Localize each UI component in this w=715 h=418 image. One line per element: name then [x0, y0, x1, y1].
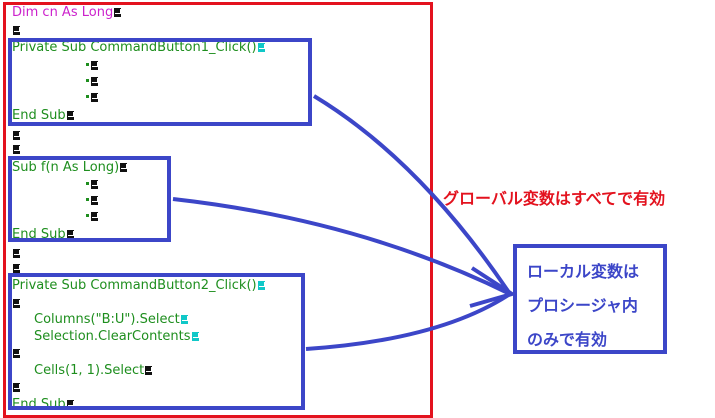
paragraph-mark-icon	[91, 61, 98, 70]
procedure-frame-commandbutton1	[8, 38, 312, 126]
paragraph-mark-icon	[91, 180, 98, 189]
paragraph-mark-icon	[120, 163, 128, 172]
code-line-blank	[12, 346, 20, 362]
paragraph-mark-icon	[257, 281, 265, 290]
sub1-header-line: Private Sub CommandButton1_Click()	[12, 40, 265, 56]
paragraph-mark-icon	[13, 145, 20, 154]
sub2-header-line: Sub f(n As Long)	[12, 160, 128, 176]
sub1-body-line	[86, 90, 98, 106]
dim-declaration-text: Dim cn As Long	[12, 5, 114, 20]
paragraph-mark-icon	[66, 111, 74, 120]
code-line-blank	[12, 261, 20, 277]
placeholder-dot-icon	[86, 198, 89, 201]
sub3-header-text: Private Sub CommandButton2_Click()	[12, 278, 257, 293]
paragraph-mark-icon	[13, 249, 20, 258]
code-line-blank	[12, 246, 20, 262]
local-label-line-2: プロシージャ内	[527, 296, 638, 315]
sub3-columns-text: Columns("B:U").Select	[34, 312, 180, 327]
sub2-body-line	[86, 193, 98, 209]
paragraph-mark-icon	[13, 383, 20, 392]
placeholder-dot-icon	[86, 95, 89, 98]
arrowhead-icon	[469, 266, 514, 308]
sub3-body-line: Cells(1, 1).Select	[34, 363, 153, 379]
sub3-body-line: Selection.ClearContents	[34, 329, 199, 345]
sub1-end-text: End Sub	[12, 108, 66, 123]
paragraph-mark-icon	[66, 230, 74, 239]
placeholder-dot-icon	[86, 214, 89, 217]
procedure-frame-commandbutton2	[8, 273, 305, 410]
sub2-header-text: Sub f(n As Long)	[12, 160, 120, 175]
placeholder-dot-icon	[86, 79, 89, 82]
paragraph-mark-icon	[114, 8, 122, 17]
sub2-body-line	[86, 209, 98, 225]
code-line-blank	[12, 380, 20, 396]
code-line-blank	[12, 23, 20, 39]
placeholder-dot-icon	[86, 63, 89, 66]
sub1-end-line: End Sub	[12, 108, 74, 124]
paragraph-mark-icon	[13, 349, 20, 358]
paragraph-mark-icon	[13, 299, 20, 308]
sub3-body-line: Columns("B:U").Select	[34, 312, 188, 328]
code-line-dim: Dim cn As Long	[12, 5, 122, 21]
paragraph-mark-icon	[91, 196, 98, 205]
paragraph-mark-icon	[257, 43, 265, 52]
paragraph-mark-icon	[91, 77, 98, 86]
placeholder-dot-icon	[86, 182, 89, 185]
sub1-body-line	[86, 74, 98, 90]
code-line-blank	[12, 296, 20, 312]
sub3-header-line: Private Sub CommandButton2_Click()	[12, 278, 265, 294]
local-label-line-3: のみで有効	[527, 330, 608, 349]
code-line-blank	[12, 142, 20, 158]
paragraph-mark-icon	[145, 366, 153, 375]
sub3-selection-text: Selection.ClearContents	[34, 329, 191, 344]
sub2-body-line	[86, 177, 98, 193]
arrow-from-f	[172, 197, 511, 296]
procedure-frame-f	[8, 156, 171, 242]
module-frame	[3, 2, 433, 418]
paragraph-mark-icon	[13, 26, 20, 35]
arrow-from-commandbutton1	[312, 94, 512, 296]
sub1-header-text: Private Sub CommandButton1_Click()	[12, 40, 257, 55]
paragraph-mark-icon	[91, 93, 98, 102]
local-label-line-1: ローカル変数は	[527, 262, 640, 281]
paragraph-mark-icon	[66, 400, 74, 409]
paragraph-mark-icon	[13, 131, 20, 140]
sub3-cells-text: Cells(1, 1).Select	[34, 363, 145, 378]
paragraph-mark-icon	[191, 332, 199, 341]
paragraph-mark-icon	[180, 315, 188, 324]
arrow-from-commandbutton2	[305, 292, 512, 351]
paragraph-mark-icon	[13, 264, 20, 273]
paragraph-mark-icon	[91, 212, 98, 221]
code-line-blank	[12, 128, 20, 144]
sub1-body-line	[86, 58, 98, 74]
global-variable-label: グローバル変数はすべてで有効	[443, 189, 666, 208]
local-variable-box: ローカル変数は プロシージャ内 のみで有効	[513, 244, 667, 354]
